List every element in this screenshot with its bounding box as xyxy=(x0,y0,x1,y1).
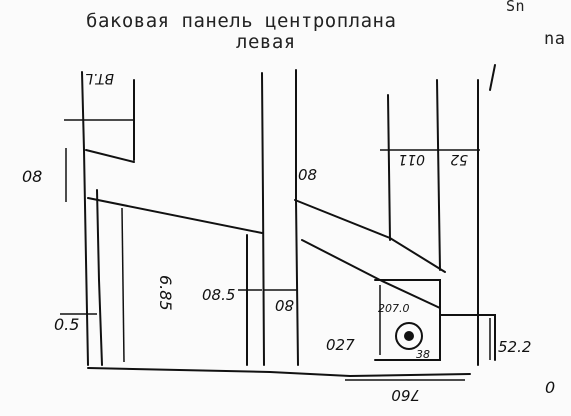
left-edge-outer xyxy=(81,71,89,366)
label-mid-slant: 08 xyxy=(298,166,317,184)
mid-spar-left xyxy=(261,72,265,366)
label-left-bottom: 0.5 xyxy=(54,315,79,334)
panel-mid-edge xyxy=(301,239,441,309)
label-mid-gap: 80 xyxy=(275,296,294,314)
label-right-center: 207.0 xyxy=(378,302,410,315)
drawing-title: баковая панель центроплана xyxy=(86,10,397,32)
bottom-edge xyxy=(87,367,471,378)
label-right-top-a: 011 xyxy=(398,151,425,167)
right-spar-b xyxy=(436,79,441,271)
corner-note-top: Sn xyxy=(506,0,526,15)
label-mid-left: 08.5 xyxy=(202,286,235,304)
left-edge-lower xyxy=(96,189,103,366)
mid-spar-right xyxy=(295,69,299,366)
top-tab xyxy=(85,149,135,163)
corner-note-right: na xyxy=(544,29,566,49)
label-right-top-b: 52 xyxy=(450,151,468,167)
panel-top-edge-right xyxy=(294,199,446,273)
label-right-low-a: 027 xyxy=(326,336,355,354)
fitting-hole xyxy=(395,322,423,350)
right-box-bottom xyxy=(439,314,496,361)
label-left-height: 08 xyxy=(22,167,42,186)
right-box xyxy=(374,279,441,361)
label-right-side: 52.2 xyxy=(498,338,531,356)
right-spar-a xyxy=(387,94,391,241)
drawing-subtitle: левая xyxy=(236,31,296,53)
label-left-tall: 6.85 xyxy=(156,275,175,311)
panel-top-edge xyxy=(87,197,263,234)
label-bottom-right-mark: 0 xyxy=(545,378,555,397)
right-spar-d xyxy=(489,64,496,91)
label-right-low-b: 38 xyxy=(416,348,430,361)
dim-left-tall xyxy=(121,207,125,363)
label-bottom-total: 760 xyxy=(391,386,420,404)
label-top-width: BT.L xyxy=(85,70,114,86)
